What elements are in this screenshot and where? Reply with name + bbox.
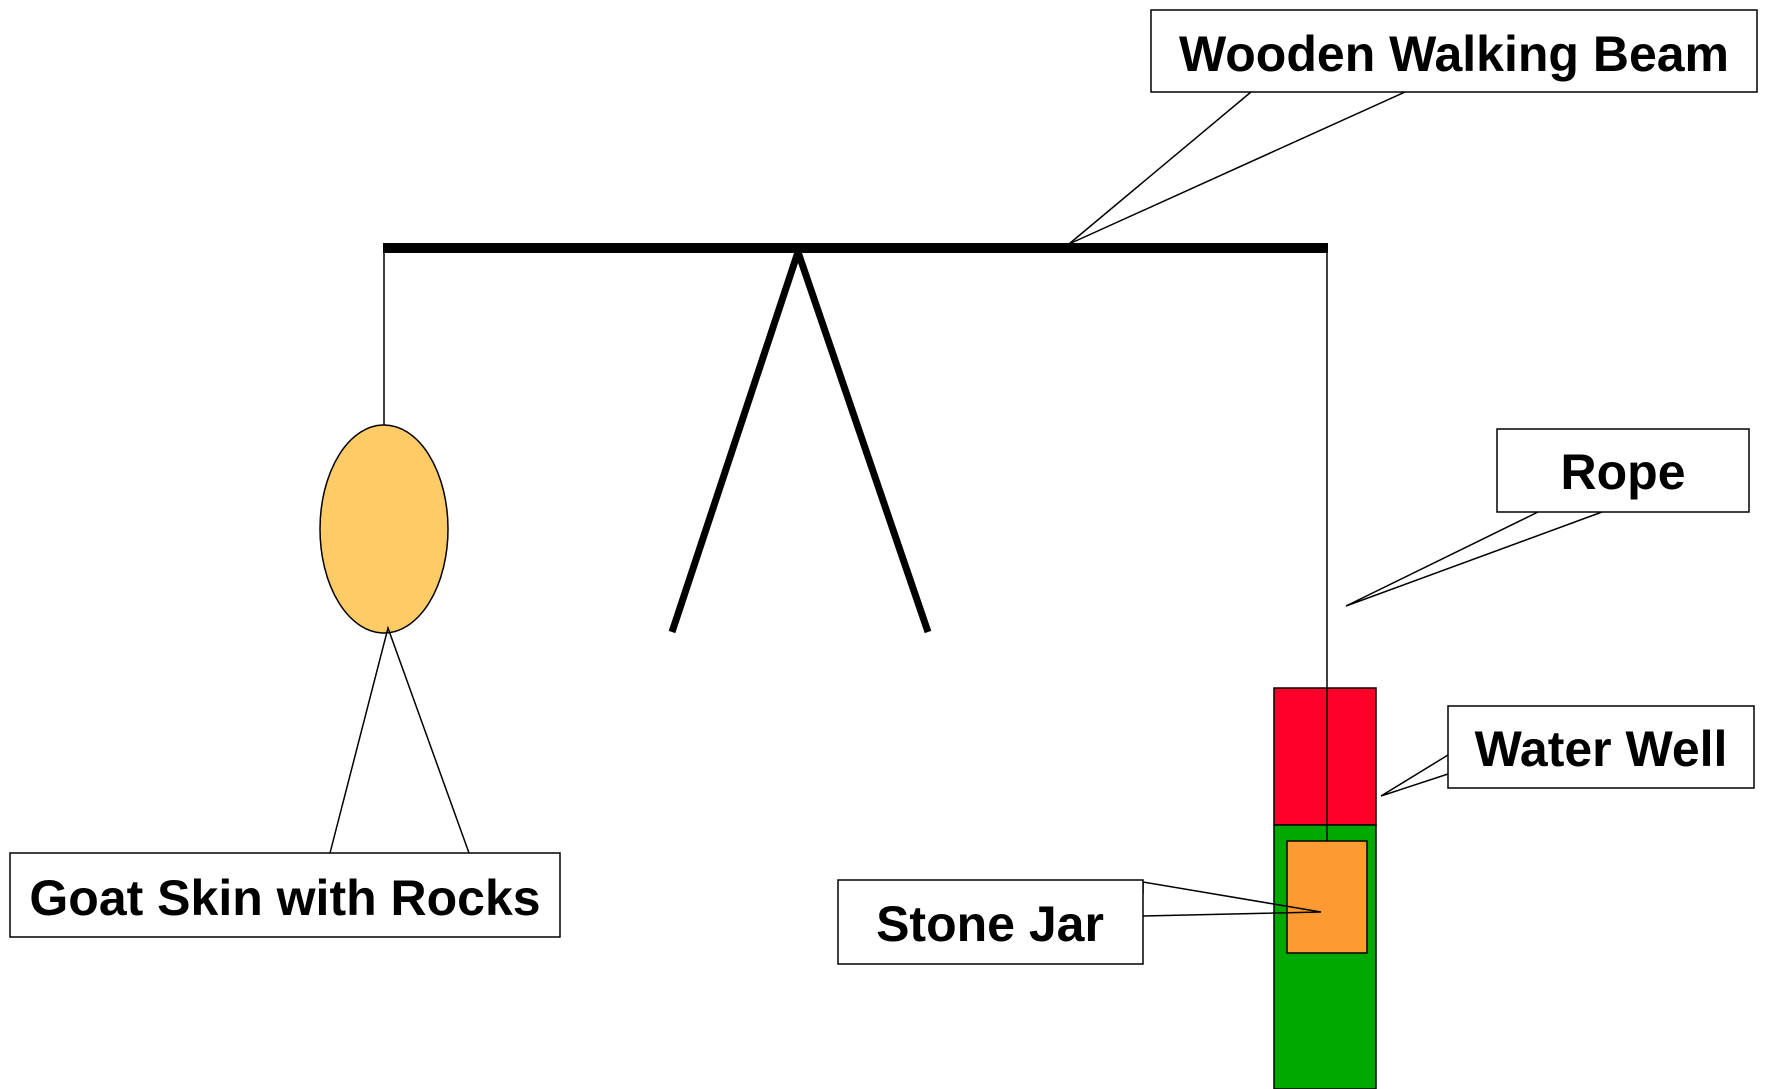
callout-jar-box	[837, 879, 1144, 965]
callout-rope-pointer	[1345, 511, 1603, 607]
callout-jar-label: Stone Jar	[876, 896, 1104, 952]
water-well-top	[1273, 687, 1377, 826]
callout-goat-skin: Goat Skin with Rocks	[9, 625, 561, 938]
goat-skin-with-rocks	[319, 424, 449, 634]
callout-well-label: Water Well	[1475, 721, 1728, 777]
stone-jar	[1286, 840, 1368, 954]
callout-rope-box	[1496, 428, 1750, 513]
callout-well-pointer	[1380, 754, 1449, 797]
callout-beam-label: Wooden Walking Beam	[1179, 26, 1729, 82]
callout-beam-pointer	[1068, 91, 1406, 245]
callout-stone-jar: Stone Jar	[837, 879, 1322, 965]
callout-rope: Rope	[1345, 428, 1750, 607]
callout-rope-label: Rope	[1561, 444, 1686, 500]
callout-beam-box	[1150, 9, 1758, 93]
callout-wooden-walking-beam: Wooden Walking Beam	[1068, 9, 1758, 245]
support-leg-left	[668, 250, 802, 634]
callout-water-well: Water Well	[1380, 705, 1755, 797]
callout-well-box	[1447, 705, 1755, 789]
callout-goat-pointer	[329, 625, 470, 854]
support-leg-right	[794, 250, 932, 634]
callout-goat-label: Goat Skin with Rocks	[29, 870, 540, 926]
callout-goat-box	[9, 852, 561, 938]
